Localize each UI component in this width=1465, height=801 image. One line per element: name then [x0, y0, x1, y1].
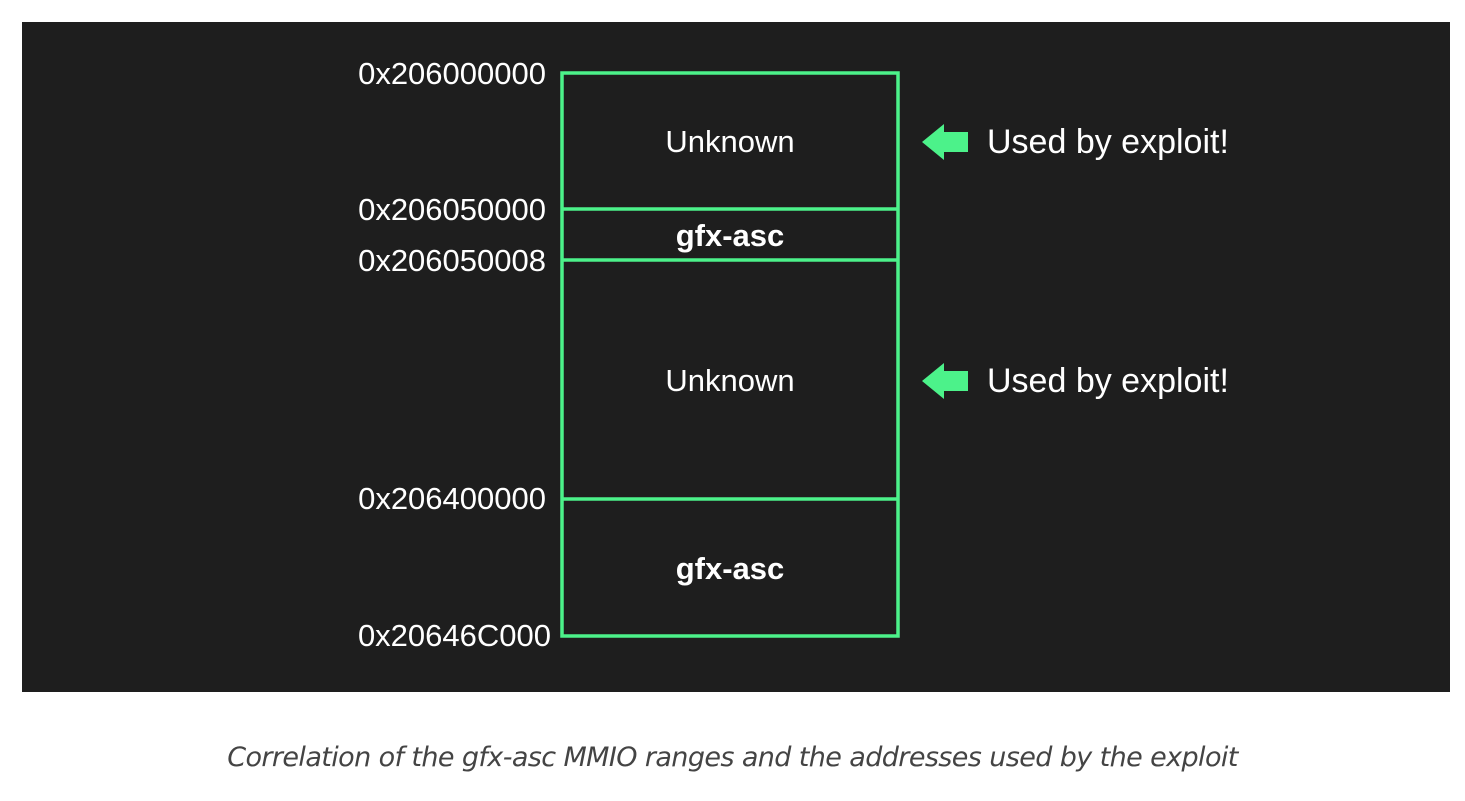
exploit-annotation: Used by exploit!	[987, 123, 1229, 161]
address-label: 0x206050008	[358, 243, 546, 278]
arrow-left-icon	[922, 363, 968, 399]
figure-caption: Correlation of the gfx-asc MMIO ranges a…	[227, 742, 1238, 773]
region-label-unknown: Unknown	[665, 363, 795, 398]
memory-map-lines	[560, 71, 968, 638]
memory-block-outline	[560, 71, 900, 638]
region-label-gfx-asc: gfx-asc	[675, 551, 785, 586]
region-label-gfx-asc: gfx-asc	[675, 218, 785, 253]
region-label-unknown: Unknown	[665, 124, 795, 159]
arrow-left-icon	[922, 124, 968, 160]
address-label: 0x206400000	[358, 481, 546, 516]
exploit-annotation: Used by exploit!	[987, 362, 1229, 400]
address-label: 0x206000000	[358, 56, 546, 91]
address-label: 0x206050000	[358, 192, 546, 227]
address-label: 0x20646C000	[357, 618, 551, 653]
memory-map-diagram: 0x206000000 0x206050000 0x206050008 0x20…	[22, 22, 1450, 692]
